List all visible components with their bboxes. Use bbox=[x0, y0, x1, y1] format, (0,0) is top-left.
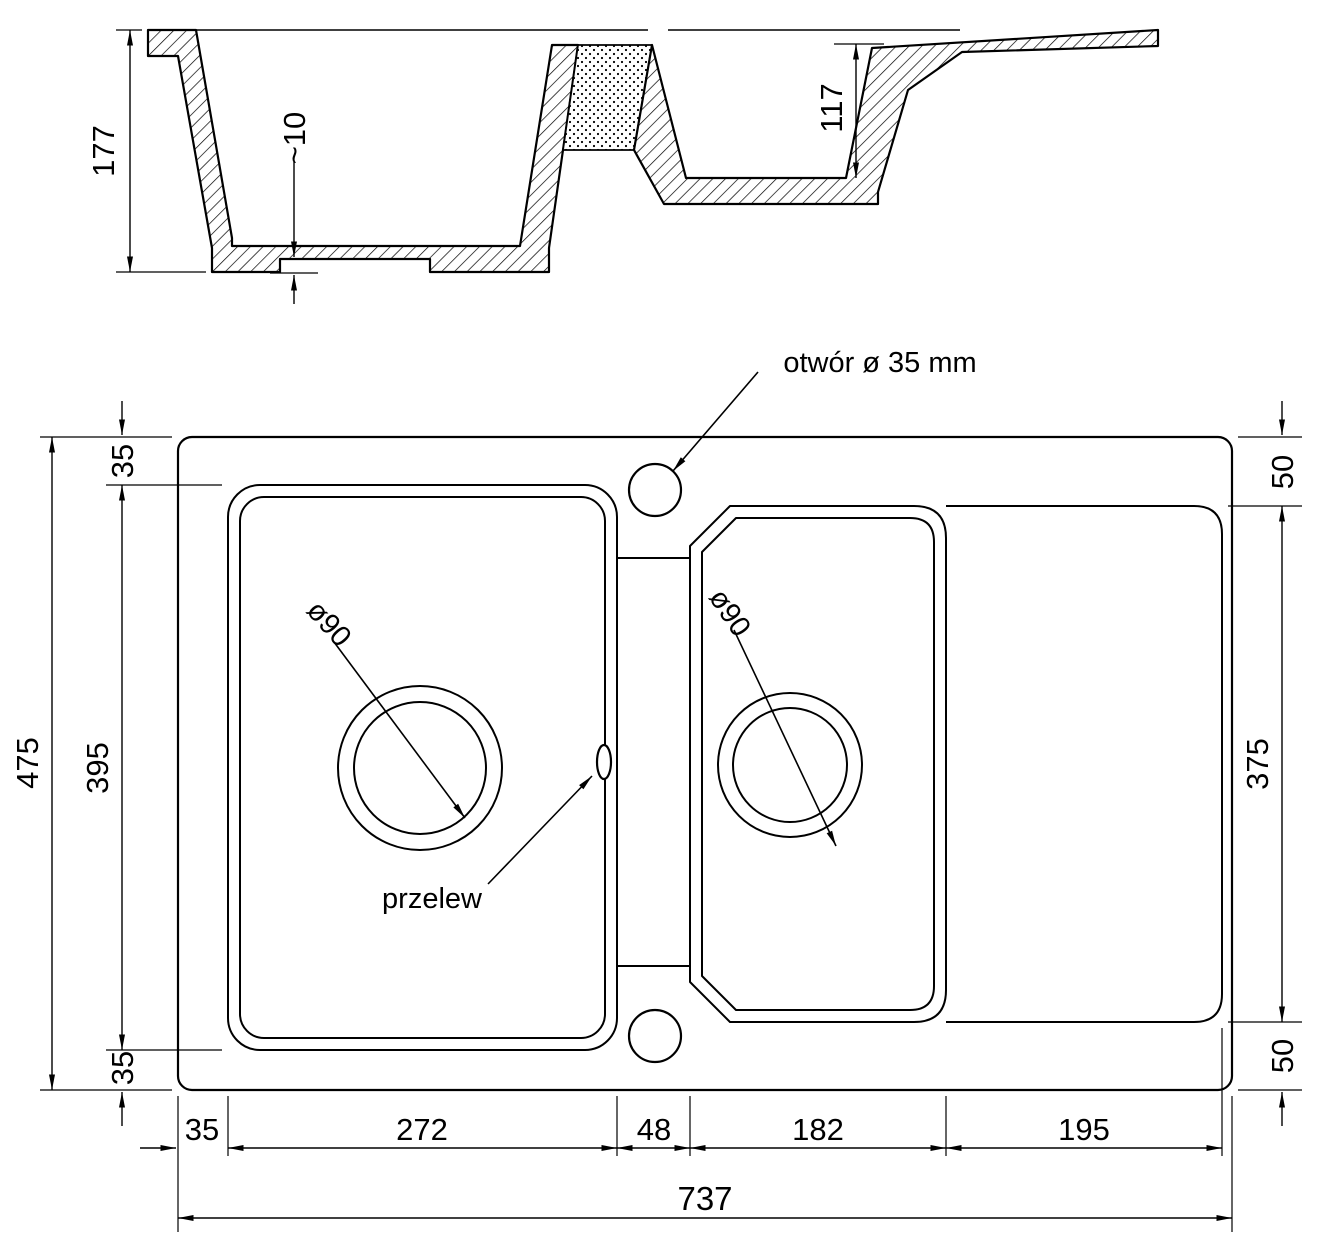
dim-total-width: 737 bbox=[178, 1180, 1232, 1221]
dim-label-272: 272 bbox=[396, 1112, 448, 1147]
dim-left-margin: 35 bbox=[140, 1112, 219, 1151]
tap-hole-label: otwór ø 35 mm bbox=[783, 347, 976, 379]
secondary-drain-inner bbox=[732, 707, 848, 823]
annotation-tap-hole: otwór ø 35 mm bbox=[672, 347, 977, 472]
dim-drainer-height: 375 bbox=[1240, 506, 1285, 1022]
main-drain-inner bbox=[353, 701, 487, 835]
dim-section-recess: ~10 bbox=[270, 112, 318, 304]
dim-label-48: 48 bbox=[637, 1112, 671, 1147]
dim-main-bowl-width: 272 bbox=[228, 1112, 617, 1151]
section-main-bowl-profile bbox=[146, 28, 580, 274]
plan-view: otwór ø 35 mm przelew ø90 ø90 475 bbox=[10, 347, 1302, 1232]
dim-channel-width: 48 bbox=[617, 1112, 690, 1151]
dim-drainer-width: 195 bbox=[946, 1112, 1222, 1151]
dim-label-375: 375 bbox=[1240, 738, 1275, 790]
annotation-overflow: przelew bbox=[382, 775, 593, 915]
secondary-bowl-inner bbox=[701, 517, 935, 1011]
main-drain-outer bbox=[337, 685, 503, 851]
dim-label-195: 195 bbox=[1058, 1112, 1110, 1147]
dim-label-35-bottom: 35 bbox=[105, 1051, 140, 1085]
dim-secondary-bowl-width: 182 bbox=[690, 1112, 946, 1151]
section-secondary-bowl-profile bbox=[632, 28, 1160, 206]
sink-body bbox=[176, 435, 1234, 1092]
dim-label-recess: ~10 bbox=[277, 112, 312, 165]
dim-total-height: 475 bbox=[10, 436, 172, 1091]
bottom-hole bbox=[627, 1008, 683, 1064]
dim-label-117: 117 bbox=[814, 83, 849, 132]
dim-label-35-left: 35 bbox=[185, 1112, 219, 1147]
main-bowl-outer bbox=[227, 484, 618, 1051]
dim-label-177: 177 bbox=[86, 125, 121, 177]
dim-main-bowl-height: 395 bbox=[80, 484, 222, 1051]
dim-label-475: 475 bbox=[10, 737, 45, 789]
dim-label-395: 395 bbox=[80, 742, 115, 794]
drainer-outline bbox=[946, 505, 1223, 1023]
dim-label-737: 737 bbox=[677, 1180, 732, 1217]
dim-right-bottom: 50 bbox=[1228, 1021, 1302, 1126]
dim-label-50-top: 50 bbox=[1265, 455, 1300, 489]
dim-label-50-bottom: 50 bbox=[1265, 1039, 1300, 1073]
dim-section-depth-main: 177 bbox=[86, 29, 206, 273]
dim-label-182: 182 bbox=[792, 1112, 844, 1147]
tap-hole bbox=[627, 462, 683, 518]
secondary-drain-outer bbox=[717, 692, 863, 838]
dim-right-top: 50 bbox=[1228, 401, 1302, 507]
dim-top-margin: 35 bbox=[105, 401, 140, 478]
secondary-bowl-outer bbox=[689, 505, 947, 1023]
dim-label-35-top: 35 bbox=[105, 444, 140, 478]
dim-bottom-margin: 35 bbox=[105, 1051, 140, 1126]
overflow-label: przelew bbox=[382, 883, 483, 915]
cross-section-view: 177 ~10 117 bbox=[86, 28, 1160, 304]
dim-section-depth-secondary: 117 bbox=[814, 43, 884, 178]
overflow-slot bbox=[595, 743, 613, 781]
